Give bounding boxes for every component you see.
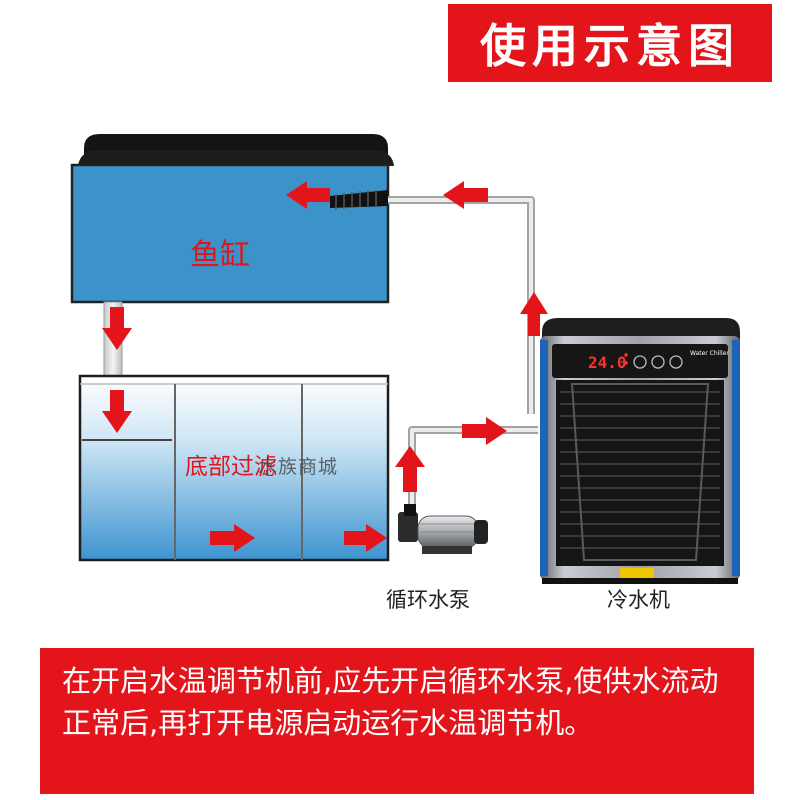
filter-label: 底部过滤	[185, 454, 277, 480]
flow-arrow-icon	[102, 181, 548, 552]
notice-box: 在开启水温调节机前,应先开启循环水泵,使供水流动正常后,再打开电源启动运行水温调…	[40, 648, 754, 794]
watermark: 水族商城	[258, 456, 339, 478]
aquarium-tank	[70, 163, 390, 304]
chiller-brand: Water Chiller	[690, 350, 729, 357]
chiller-label: 冷水机	[607, 588, 670, 612]
pump-label: 循环水泵	[386, 588, 470, 612]
supply-pipe	[408, 426, 538, 505]
title-banner: 使用示意图	[448, 4, 772, 82]
return-pipe	[388, 196, 535, 414]
water-chiller-icon: 24.0 Water Chiller	[540, 318, 740, 584]
chiller-vents	[560, 391, 720, 549]
page-title: 使用示意图	[480, 19, 740, 73]
flow-diagram: 24.0 Water Chiller	[70, 134, 740, 584]
water-pump-icon	[398, 504, 488, 554]
tank-label: 鱼缸	[190, 238, 250, 273]
notice-text: 在开启水温调节机前,应先开启循环水泵,使供水流动正常后,再打开电源启动运行水温调…	[62, 664, 719, 740]
chiller-temperature: 24.0	[588, 353, 627, 372]
